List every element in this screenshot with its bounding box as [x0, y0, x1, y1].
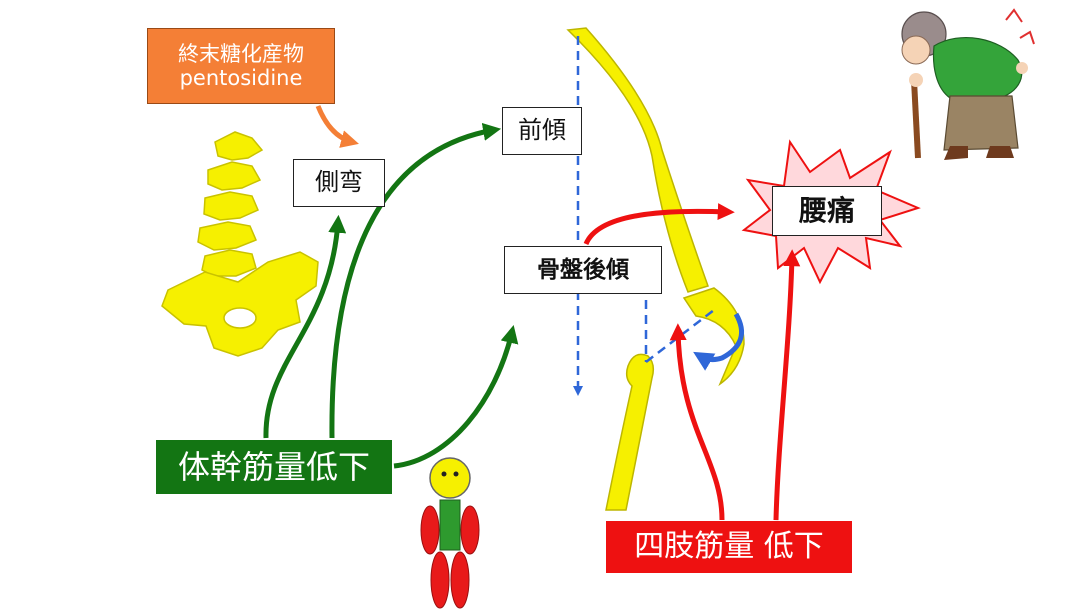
arrow-limb-to-backpain [773, 249, 801, 521]
arrow-trunk-to-lateral [263, 214, 347, 439]
arrow-limb-to-pelvis [669, 323, 725, 521]
arrow-trunk-to-pelvis [393, 324, 519, 469]
spine-pelvis-illustration [161, 131, 319, 357]
stick-figure-illustration [420, 457, 480, 609]
arrow-trunk-to-anterior [329, 123, 502, 439]
label-glycation-line1: 終末糖化産物 [178, 41, 304, 66]
arrow-pelvis-to-backpain [583, 203, 735, 246]
rotation-arrow [693, 312, 745, 371]
label-lateral-curve: 側弯 [293, 159, 385, 207]
label-glycation-end-products: 終末糖化産物 pentosidine [147, 28, 335, 104]
label-trunk-muscle-loss: 体幹筋量低下 [156, 440, 392, 494]
arrow-age-to-lateral [315, 105, 359, 148]
femur-illustration [605, 353, 655, 511]
label-pelvic-retroversion: 骨盤後傾 [504, 246, 662, 294]
sagittal-spine-illustration [566, 27, 709, 293]
label-limb-muscle-loss: 四肢筋量 低下 [606, 521, 852, 573]
sacrum-illustration [682, 287, 745, 387]
label-anterior-tilt: 前傾 [502, 107, 582, 155]
label-low-back-pain: 腰痛 [772, 186, 882, 236]
label-glycation-line2: pentosidine [179, 66, 303, 90]
elderly-person-back-pain-illustration [901, 8, 1035, 160]
